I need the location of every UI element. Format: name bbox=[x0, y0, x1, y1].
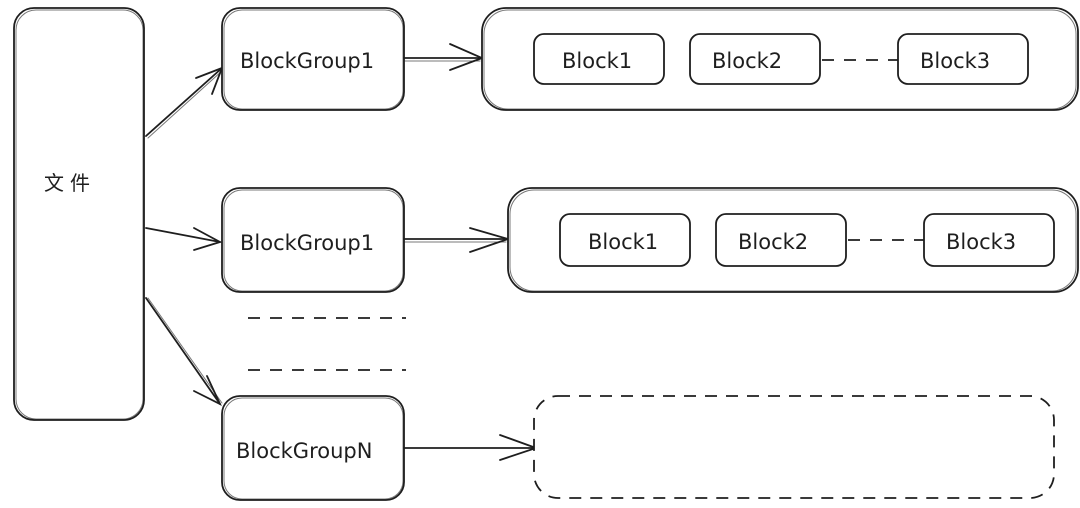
groupN-to-blocks-arrow bbox=[403, 434, 539, 461]
block-2-3-label: Block3 bbox=[946, 230, 1016, 254]
block-2-1: Block1 bbox=[559, 213, 691, 267]
block-2-1-label: Block1 bbox=[588, 230, 658, 254]
file-to-group2-arrow bbox=[145, 227, 223, 251]
blocks-container-n-empty bbox=[533, 395, 1055, 499]
blockgroup-2-node: BlockGroup1 bbox=[221, 187, 405, 293]
group1-to-blocks-arrow bbox=[403, 43, 485, 71]
blockgroup-n-node: BlockGroupN bbox=[221, 395, 405, 501]
blocks-container-1: Block1 Block2 Block3 bbox=[481, 7, 1079, 111]
file-to-groupN-arrow bbox=[145, 297, 223, 406]
blockgroup-1-node: BlockGroup1 bbox=[221, 7, 405, 111]
block-2-2: Block2 bbox=[715, 213, 847, 267]
blockgroup-1-label: BlockGroup1 bbox=[240, 49, 374, 73]
block-1-3: Block3 bbox=[897, 33, 1029, 85]
block-1-3-label: Block3 bbox=[920, 49, 990, 73]
file-to-group1-arrow bbox=[145, 66, 224, 139]
file-node: 文件 bbox=[13, 7, 145, 421]
block-2-3: Block3 bbox=[923, 213, 1055, 267]
block-1-2: Block2 bbox=[689, 33, 821, 85]
group2-to-blocks-arrow bbox=[403, 227, 511, 253]
block-1-1-label: Block1 bbox=[562, 49, 632, 73]
blockgroup-2-label: BlockGroup1 bbox=[240, 231, 374, 255]
block-1-2-label: Block2 bbox=[712, 49, 782, 73]
blockgroup-n-label: BlockGroupN bbox=[236, 439, 372, 463]
block-1-1: Block1 bbox=[533, 33, 665, 85]
block-2-2-label: Block2 bbox=[738, 230, 808, 254]
blocks-container-2: Block1 Block2 Block3 bbox=[507, 187, 1079, 293]
file-label: 文件 bbox=[44, 171, 96, 195]
